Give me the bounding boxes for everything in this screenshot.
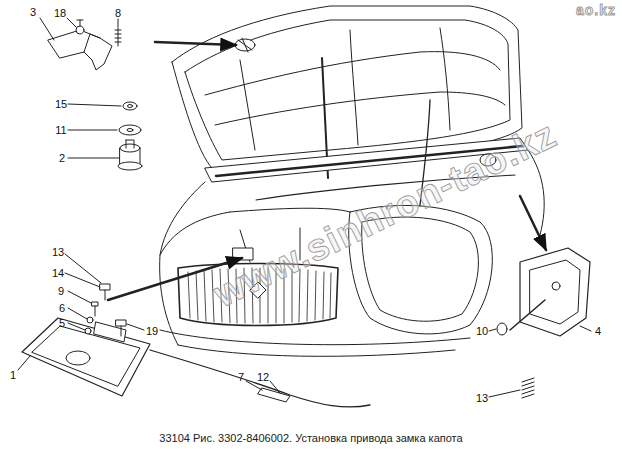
- callout-number: 11: [55, 125, 66, 136]
- callout-number: 10: [476, 326, 488, 337]
- callout-number: 8: [115, 8, 121, 19]
- callout-number: 1: [10, 370, 16, 381]
- callout-number: 6: [59, 303, 65, 314]
- callout-number: 7: [238, 372, 244, 383]
- callout-number: 4: [595, 326, 601, 337]
- watermark: ao.kz: [576, 3, 616, 17]
- callout-number: 12: [257, 372, 269, 383]
- callout-number: 13: [52, 247, 64, 258]
- callout-number: 14: [52, 268, 64, 279]
- callout-number: 2: [59, 153, 65, 164]
- figure-caption: 33104 Рис. 3302-8406002. Установка приво…: [159, 433, 462, 444]
- callout-number: 9: [58, 286, 64, 297]
- callout-number: 19: [146, 326, 158, 337]
- callout-number: 15: [55, 99, 67, 110]
- callout-number: 3: [30, 7, 36, 18]
- callout-number: 5: [59, 318, 65, 329]
- callout-number: 13: [476, 393, 488, 404]
- callout-number: 18: [54, 8, 66, 19]
